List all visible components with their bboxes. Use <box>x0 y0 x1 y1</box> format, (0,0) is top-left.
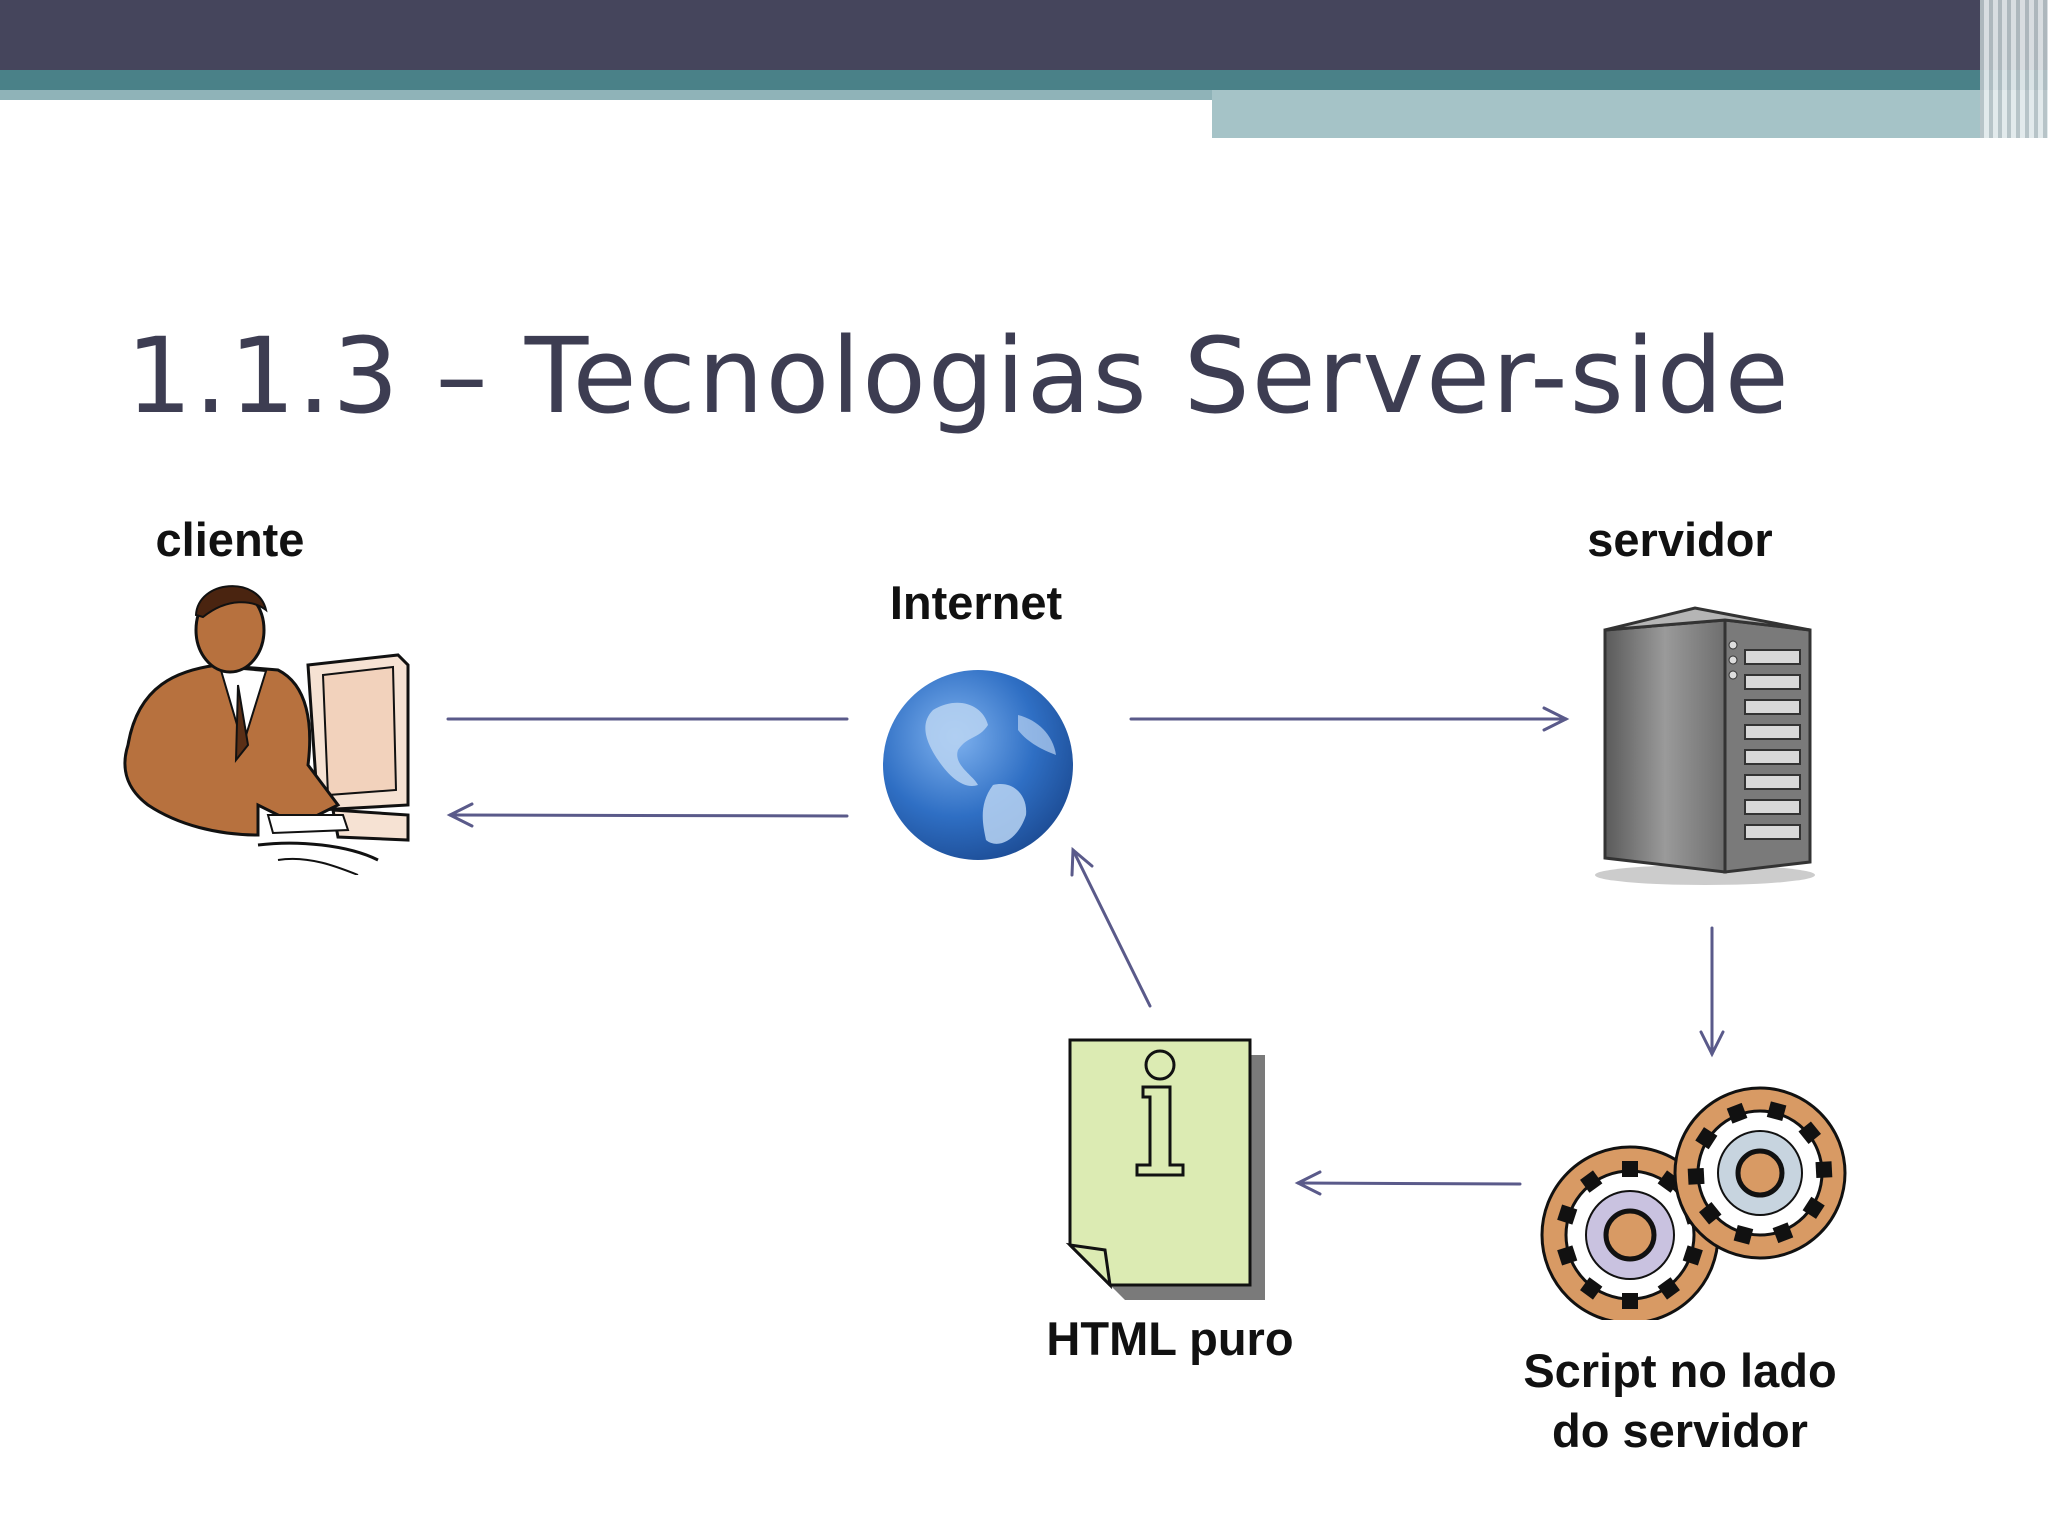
slide-title: 1.1.3 – Tecnologias Server-side <box>126 315 1791 437</box>
script-label-line2: do servidor <box>1552 1404 1808 1457</box>
client-label: cliente <box>155 513 305 566</box>
server-label: servidor <box>1587 513 1773 566</box>
server-tower-icon <box>1595 606 1815 885</box>
arrow-server-to-script <box>1699 926 1725 1058</box>
html-label: HTML puro <box>1046 1312 1294 1365</box>
script-label-line1: Script no lado <box>1523 1344 1837 1397</box>
globe-icon <box>883 670 1073 860</box>
header-band-teal <box>0 70 2048 90</box>
internet-label: Internet <box>889 576 1063 629</box>
arrow-internet-to-server <box>1129 706 1570 732</box>
gears-icon <box>1540 1086 1847 1320</box>
arrow-html-to-internet <box>1070 846 1152 1008</box>
info-document-icon <box>1065 1038 1265 1300</box>
arrow-internet-to-client <box>446 802 849 828</box>
person-at-computer-icon <box>123 585 410 875</box>
header-band-dark <box>0 0 2048 70</box>
arrow-script-to-html <box>1294 1170 1522 1196</box>
header-band-light-left <box>0 90 1212 100</box>
header-band-light-right <box>1212 90 2048 138</box>
header-stripes <box>1980 0 2048 138</box>
